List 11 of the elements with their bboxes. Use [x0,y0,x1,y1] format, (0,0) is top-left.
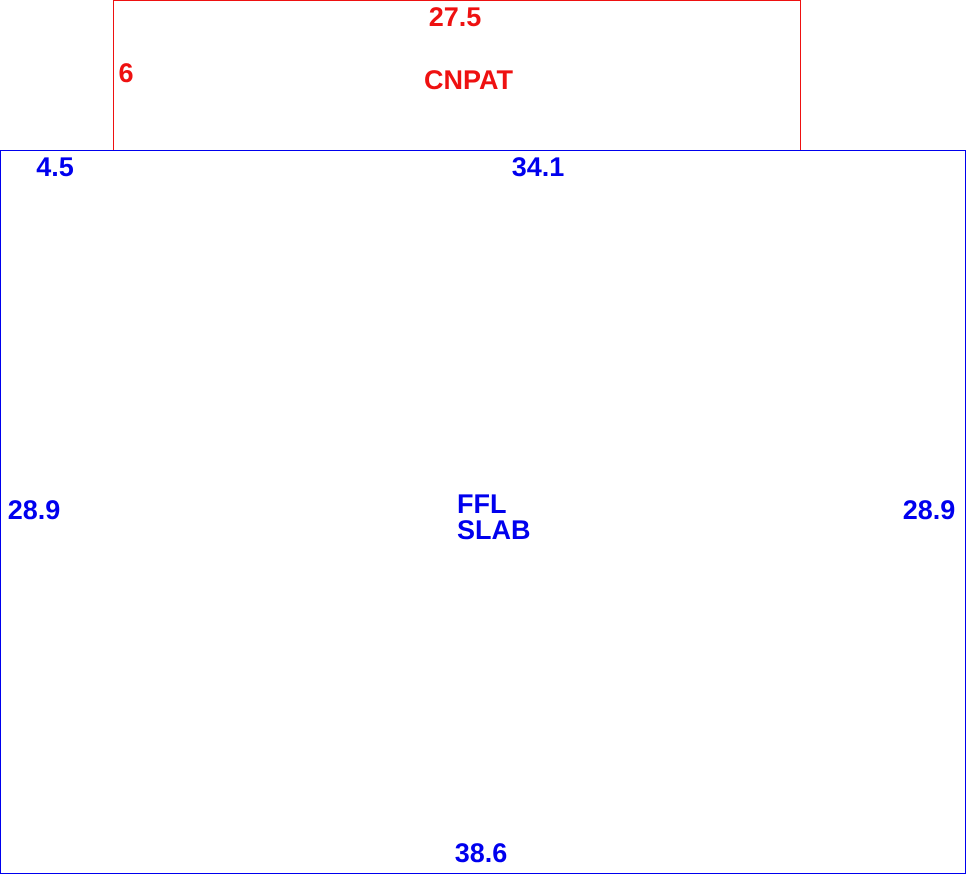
room-area [113,0,801,151]
room-area [0,150,966,874]
room-name: FFL SLAB [457,491,532,543]
dimension-label: 28.9 [902,496,956,524]
dimension-label: 34.1 [512,153,564,181]
room-name: CNPAT [424,67,514,93]
dimension-label: 27.5 [428,3,482,31]
dimension-label: 38.6 [454,839,508,867]
dimension-label: 4.5 [36,153,74,181]
dimension-label: 6 [118,59,134,87]
dimension-label: 28.9 [8,496,60,524]
